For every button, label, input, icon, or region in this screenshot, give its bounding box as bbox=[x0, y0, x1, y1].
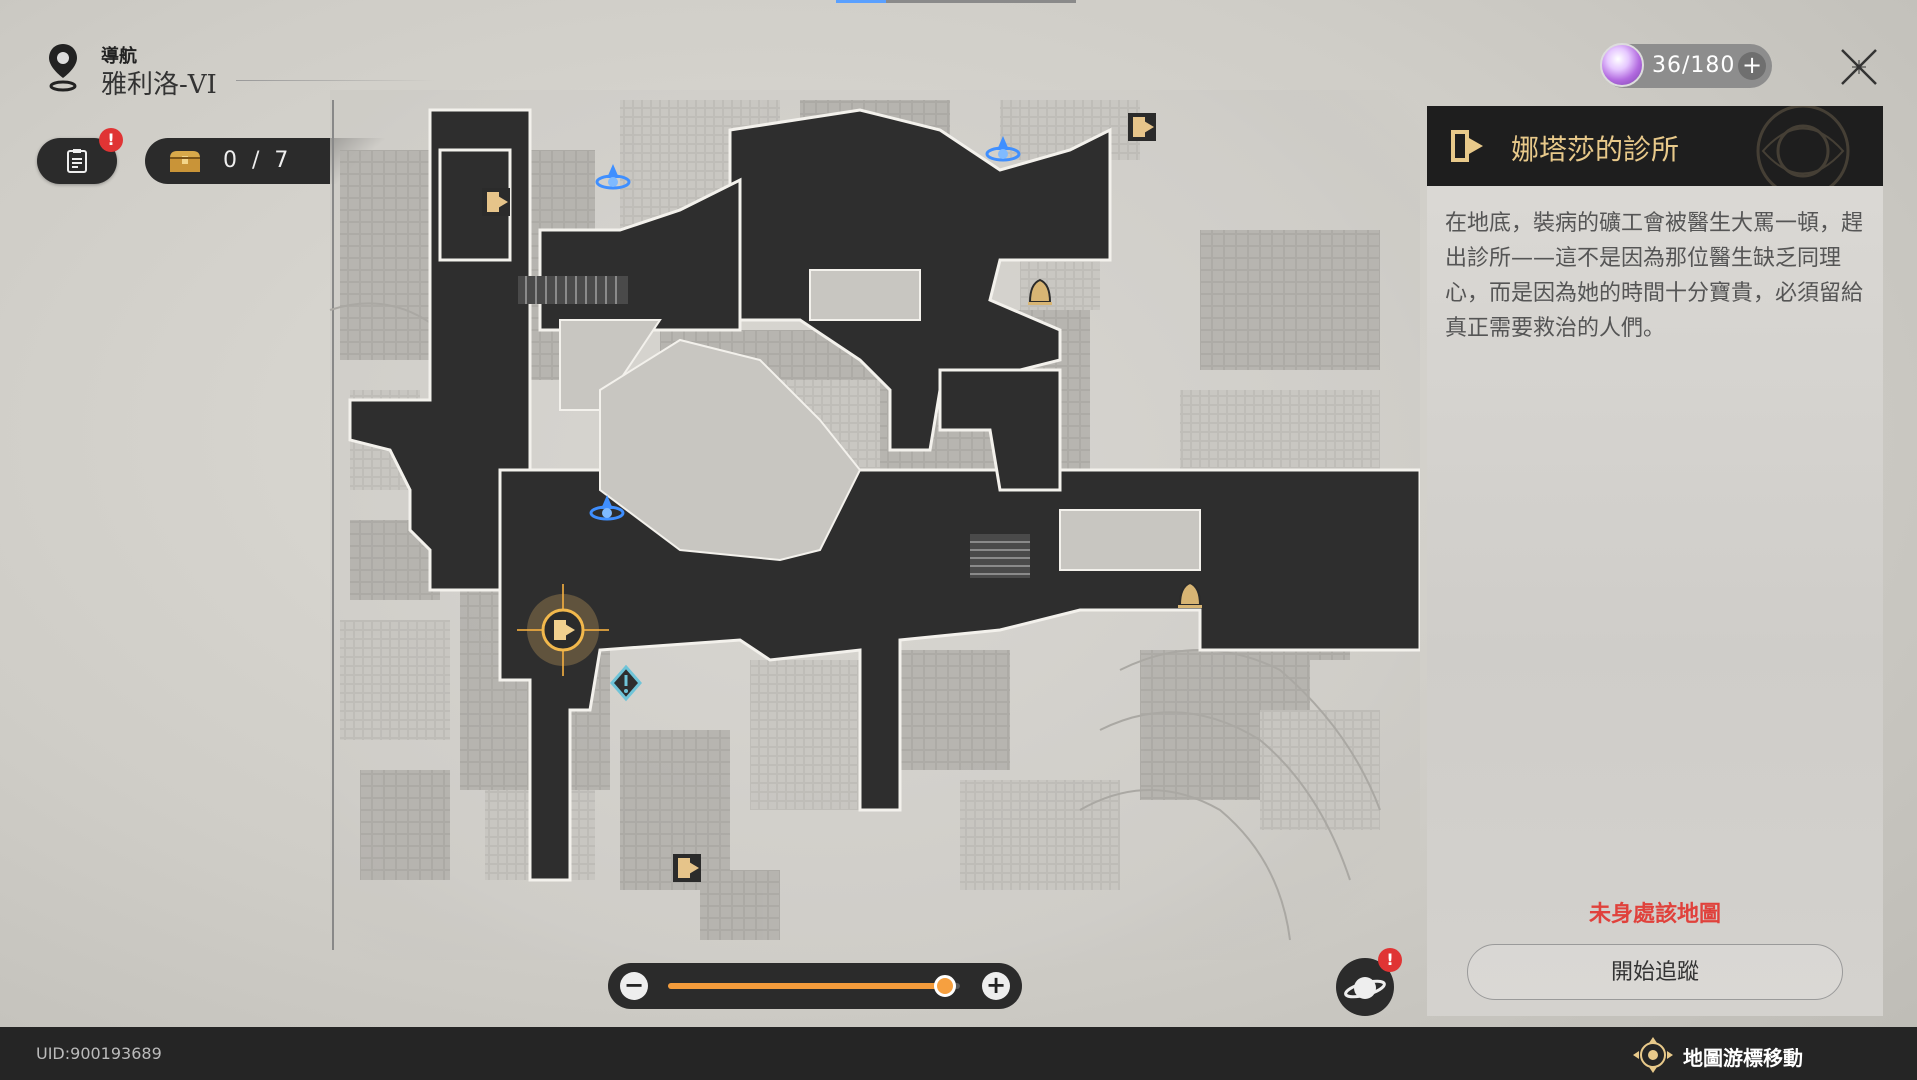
user-id: UID:900193689 bbox=[36, 1044, 162, 1063]
map-stairs bbox=[518, 276, 1030, 578]
zoom-slider-fill bbox=[668, 983, 946, 989]
space-anchor-icon[interactable] bbox=[589, 495, 625, 521]
cursor-move-icon bbox=[1633, 1037, 1673, 1073]
space-anchor-icon[interactable] bbox=[985, 136, 1021, 162]
merchant-bell-icon[interactable] bbox=[1028, 278, 1052, 305]
not-in-map-warning: 未身處該地圖 bbox=[1588, 902, 1721, 927]
chest-count: 0 / 7 bbox=[223, 148, 293, 173]
quest-log-button[interactable]: ! bbox=[37, 128, 123, 184]
top-progress-indicator bbox=[836, 0, 1076, 3]
map-inner-blocks bbox=[559, 269, 1201, 571]
footer-bar: UID:900193689 地圖游標移動 bbox=[0, 1027, 1917, 1080]
location-info-panel: 娜塔莎的診所 在地底，裝病的礦工會被醫生大罵一頓，趕出診所——這不是因為那位醫生… bbox=[1427, 106, 1883, 1016]
space-anchor-icon[interactable] bbox=[595, 164, 631, 190]
close-icon[interactable] bbox=[1838, 46, 1880, 88]
trailblaze-power-counter[interactable]: 36/180 + bbox=[1600, 43, 1772, 88]
zoom-control: − + bbox=[608, 963, 1022, 1009]
decorative-emblem-icon bbox=[1756, 106, 1850, 186]
clipboard-icon bbox=[67, 149, 87, 173]
merchant-bell-icon[interactable] bbox=[1178, 581, 1202, 608]
location-description: 在地底，裝病的礦工會被醫生大罵一頓，趕出診所——這不是因為那位醫生缺乏同理心，而… bbox=[1445, 211, 1864, 341]
nav-divider bbox=[236, 80, 436, 81]
trailblaze-power-icon bbox=[1600, 43, 1644, 87]
door-exit-icon[interactable] bbox=[1128, 113, 1156, 141]
door-exit-icon[interactable] bbox=[482, 188, 510, 216]
nav-label: 導航 bbox=[101, 46, 137, 67]
map-pin-icon bbox=[49, 44, 77, 92]
zoom-slider-handle[interactable] bbox=[934, 975, 957, 997]
zoom-out-button[interactable]: − bbox=[620, 972, 648, 1000]
planet-icon bbox=[1344, 977, 1386, 999]
cursor-move-label: 地圖游標移動 bbox=[1683, 1046, 1803, 1070]
navigation-header: 導航 雅利洛-VI bbox=[46, 38, 446, 100]
location-header: 娜塔莎的診所 bbox=[1427, 106, 1883, 186]
nav-region-name: 雅利洛-VI bbox=[101, 70, 217, 100]
zoom-slider[interactable] bbox=[668, 975, 960, 997]
location-title: 娜塔莎的診所 bbox=[1511, 133, 1680, 166]
quest-log-alert-badge: ! bbox=[99, 128, 123, 152]
planet-alert-badge: ! bbox=[1378, 948, 1402, 972]
selected-door-marker[interactable] bbox=[517, 584, 609, 676]
zoom-in-button[interactable]: + bbox=[982, 972, 1010, 1000]
treasure-chest-dropdown[interactable]: 0 / 7 bbox=[145, 138, 403, 184]
map-canvas[interactable] bbox=[300, 90, 1422, 970]
add-power-button[interactable]: + bbox=[1738, 52, 1766, 80]
planet-select-button[interactable]: ! bbox=[1336, 948, 1402, 1016]
door-exit-icon[interactable] bbox=[673, 854, 701, 882]
mission-marker-icon[interactable] bbox=[610, 664, 642, 702]
map-svg bbox=[329, 90, 1422, 960]
trailblaze-power-value: 36/180 bbox=[1652, 53, 1736, 78]
top-progress-fill bbox=[836, 0, 886, 3]
cursor-move-hint: 地圖游標移動 bbox=[1629, 1037, 1869, 1073]
start-tracking-button[interactable]: 開始追蹤 bbox=[1467, 944, 1843, 1000]
treasure-chest-icon bbox=[170, 151, 200, 172]
door-exit-icon bbox=[1451, 130, 1483, 162]
